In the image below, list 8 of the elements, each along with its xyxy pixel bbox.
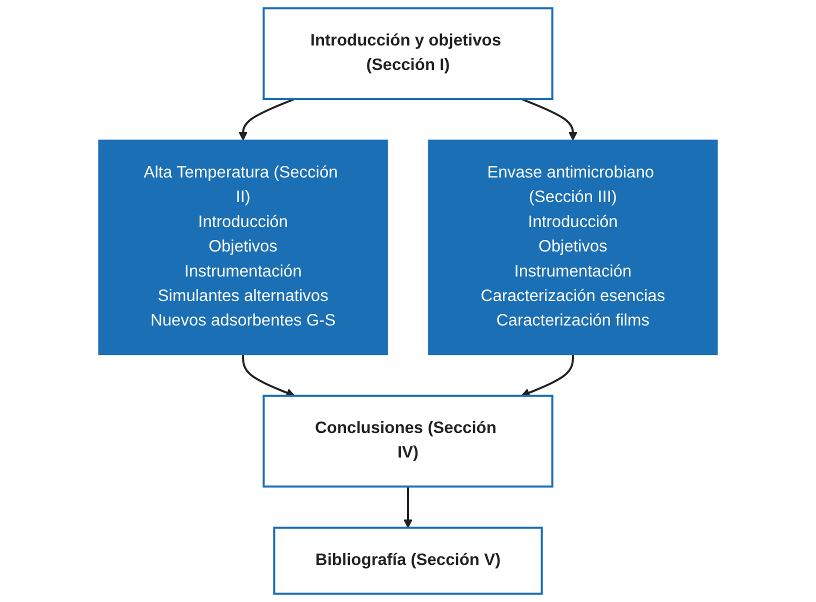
node-box: Conclusiones (Sección IV) <box>262 394 554 488</box>
node-box: Bibliografía (Sección V) <box>273 526 543 595</box>
node-box: Alta Temperatura (Sección II) Introducción Objetivos Instrumentación Simulantes alternativos Nuevos adsorbentes G-S <box>98 140 388 356</box>
node-box: Envase antimicrobiano (Sección III) Introducción Objetivos Instrumentación Caracterización esencias Caracterización films <box>428 140 718 356</box>
arrow <box>238 98 295 141</box>
arrow <box>521 98 578 141</box>
arrow <box>403 486 413 528</box>
node-box: Introducción y objetivos (Sección I) <box>262 7 554 100</box>
